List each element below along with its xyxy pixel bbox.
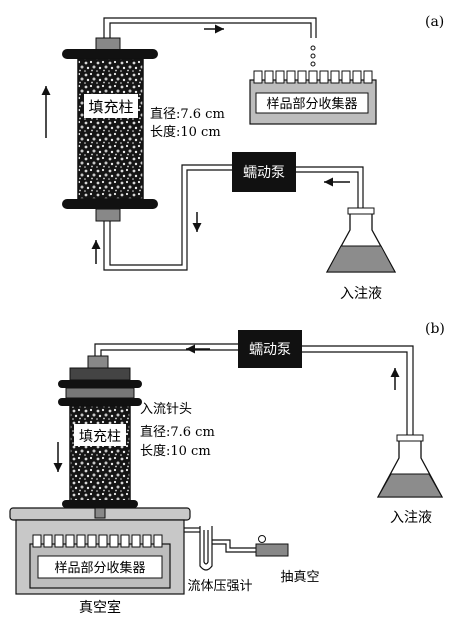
column-a-length: 长度:10 cm [150,124,221,140]
collector-b-label: 样品部分收集器 [54,560,145,576]
drops-a [310,45,316,67]
column-b-length: 长度:10 cm [140,443,211,459]
column-b-spacer [65,387,135,399]
pump-b [238,330,302,368]
panel-a-tag: (a) [425,14,444,30]
column-b-bottom-plate [62,500,138,508]
collector-a-label: 样品部分收集器 [266,96,357,112]
column-b-plate-2 [58,398,142,406]
vacuum-gauge [255,543,289,557]
column-b-diameter: 直径:7.6 cm [140,425,215,440]
outlet-nozzle-b [94,507,106,519]
panel-a: (a) 填充柱 直径:7.6 cm 长度:10 cm [41,14,444,302]
column-b-label: 填充柱 [79,429,121,445]
pump-b-label: 蠕动泵 [249,342,291,358]
column-b-label-box [74,424,126,446]
manometer-label: 流体压强计 [187,579,252,594]
pump-a [232,152,296,192]
column-a-top-cap [95,37,121,51]
column-b-plate-1 [58,380,142,388]
column-a-top-plate [62,49,158,59]
tube-b [94,343,414,436]
vacuum-knob-icon [258,535,266,543]
column-a-bottom-cap [95,208,121,222]
column-a-label: 填充柱 [88,98,133,116]
flask-b [376,434,444,498]
column-a-label-box [84,94,138,118]
panel-b-tag: (b) [425,321,445,337]
inlet-tube-a [103,164,364,271]
panel-b: (b) 蠕动泵 入注液 [9,321,445,616]
collector-b: 样品部分收集器 [29,534,171,589]
column-b-top-cap [87,355,109,369]
needle-label: 入流针头 [140,402,192,417]
flask-a-label: 入注液 [340,286,382,302]
column-b-body [69,405,131,505]
manometer [184,526,256,571]
pump-a-label: 蠕动泵 [243,165,285,181]
collector-a: 样品部分收集器 [249,70,377,125]
outlet-tube-a [103,17,317,44]
column-a-bottom-plate [62,199,158,209]
column-b-head [69,367,131,381]
column-a-body [77,58,144,200]
chamber-label: 真空室 [79,599,121,616]
flask-b-label: 入注液 [390,510,432,526]
vacuum-label: 抽真空 [280,570,319,585]
flask-a [325,207,397,273]
column-a-diameter: 直径:7.6 cm [150,107,225,122]
